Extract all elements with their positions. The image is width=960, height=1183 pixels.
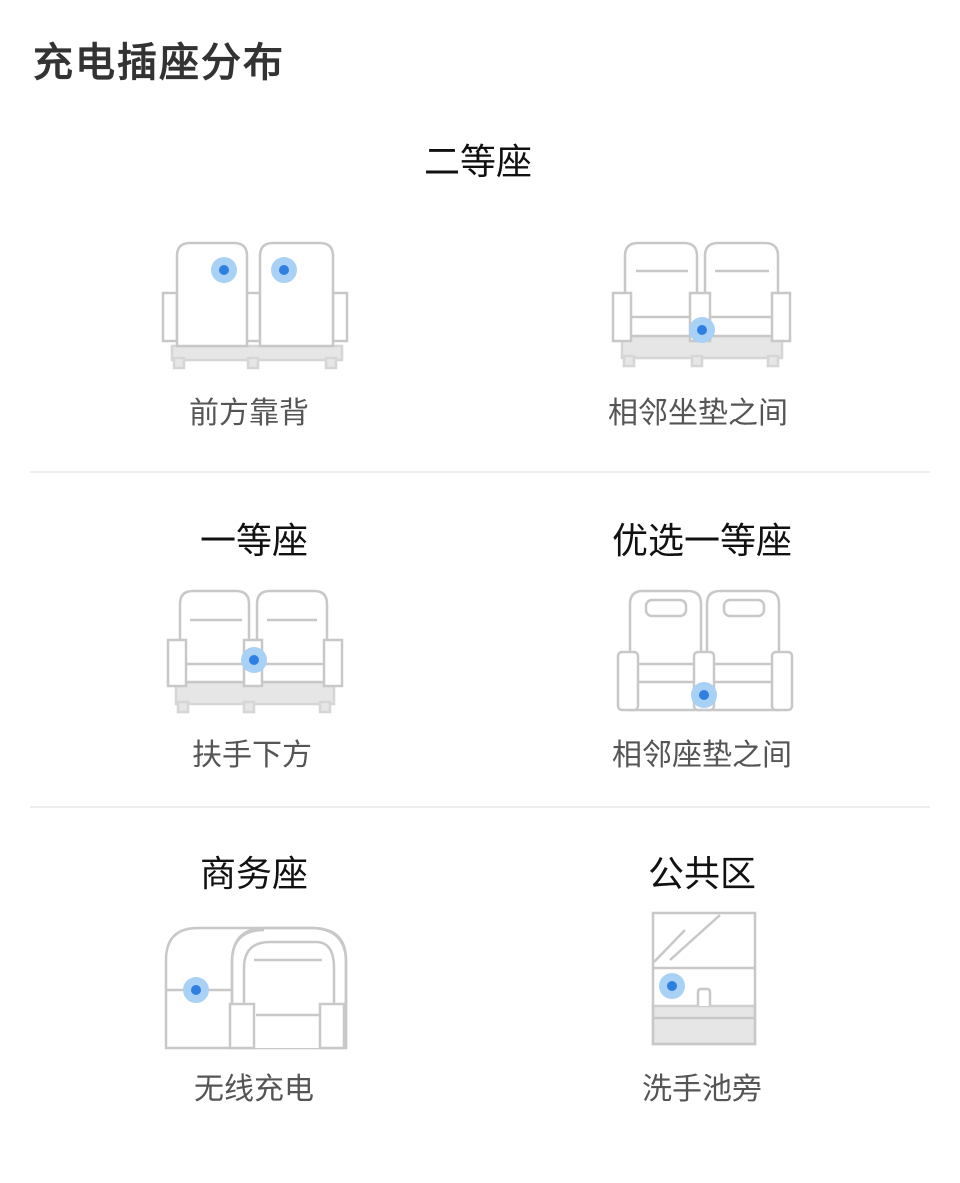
business-seat-wireless-icon bbox=[162, 920, 350, 1054]
premium-seats-between-cushions-icon bbox=[614, 586, 796, 716]
section-title-public-area: 公共区 bbox=[647, 854, 757, 895]
caption-beside-washbasin: 洗手池旁 bbox=[642, 1072, 762, 1107]
section-divider bbox=[30, 806, 930, 808]
section-title-second-class: 二等座 bbox=[423, 142, 533, 183]
two-seats-under-armrest-icon bbox=[164, 586, 346, 714]
two-seats-between-cushions-icon bbox=[608, 238, 798, 370]
caption-between-cushions: 相邻坐垫之间 bbox=[608, 396, 788, 431]
caption-wireless-charging: 无线充电 bbox=[194, 1072, 314, 1107]
section-title-first-class: 一等座 bbox=[199, 521, 309, 562]
section-title-premium-first-class: 优选一等座 bbox=[611, 521, 793, 562]
caption-front-backrest: 前方靠背 bbox=[189, 396, 309, 431]
section-title-business-class: 商务座 bbox=[199, 854, 309, 895]
section-divider bbox=[30, 471, 930, 473]
washbasin-area-icon bbox=[650, 910, 758, 1050]
page-title: 充电插座分布 bbox=[33, 40, 285, 86]
caption-between-seat-cushions: 相邻座垫之间 bbox=[612, 738, 792, 773]
two-seats-front-backrest-icon bbox=[160, 238, 350, 370]
caption-under-armrest: 扶手下方 bbox=[192, 738, 312, 773]
